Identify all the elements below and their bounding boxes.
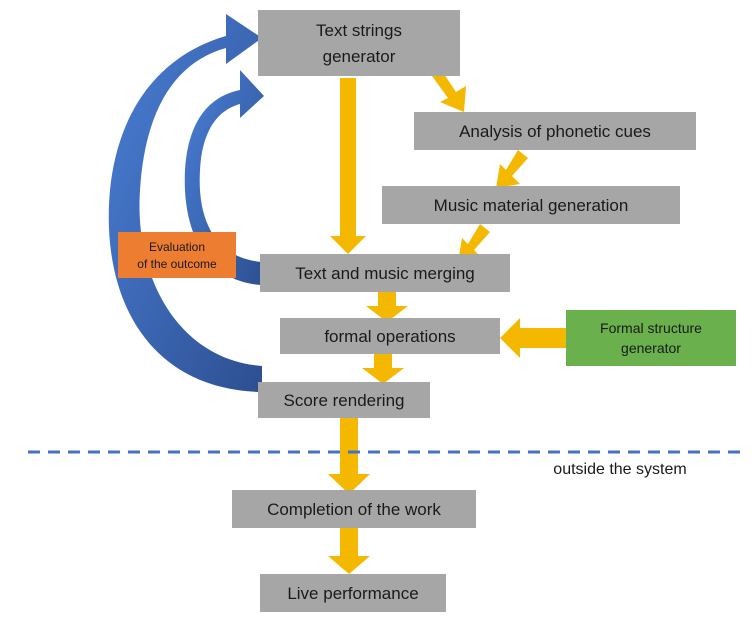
boundary-label: outside the system (553, 461, 686, 478)
node-label: Evaluation (149, 240, 205, 254)
node-label: Text strings (316, 21, 402, 40)
node-evaluation-outcome: Evaluation of the outcome (118, 232, 236, 278)
arrow-merging-to-formal (366, 292, 408, 322)
node-label: Text and music merging (295, 264, 475, 283)
node-analysis-phonetic-cues: Analysis of phonetic cues (414, 112, 696, 150)
arrow-completion-to-live (328, 528, 370, 574)
flow-arrows (328, 68, 566, 574)
node-formal-operations: formal operations (280, 318, 500, 354)
arrow-structure-to-formal (500, 318, 566, 358)
node-label: of the outcome (137, 257, 217, 271)
node-completion-of-work: Completion of the work (232, 490, 476, 528)
node-label: Completion of the work (267, 500, 441, 519)
node-label: Score rendering (284, 391, 405, 410)
node-text-strings-generator: Text strings generator (258, 10, 460, 76)
node-score-rendering: Score rendering (258, 382, 430, 418)
node-live-performance: Live performance (260, 574, 446, 612)
node-label: generator (621, 340, 681, 356)
arrow-strings-to-merging (330, 78, 366, 254)
arrow-phonetic-to-music (496, 150, 528, 188)
feedback-arrow-inner (184, 70, 264, 285)
arrow-strings-to-phonetic (428, 68, 466, 112)
arrow-music-to-merging (458, 224, 490, 262)
node-label: formal operations (324, 327, 455, 346)
node-label: generator (323, 47, 396, 66)
arrow-score-to-completion (328, 416, 370, 494)
node-label: Live performance (287, 584, 418, 603)
feedback-arrows (108, 14, 264, 392)
node-label: Music material generation (434, 196, 629, 215)
node-text-music-merging: Text and music merging (260, 254, 510, 292)
node-formal-structure-generator: Formal structure generator (566, 310, 736, 366)
feedback-arrow-outer (108, 14, 262, 392)
node-music-material-generation: Music material generation (382, 186, 680, 224)
node-label: Analysis of phonetic cues (459, 122, 651, 141)
node-label: Formal structure (600, 320, 702, 336)
arrow-formal-to-score (362, 354, 404, 384)
